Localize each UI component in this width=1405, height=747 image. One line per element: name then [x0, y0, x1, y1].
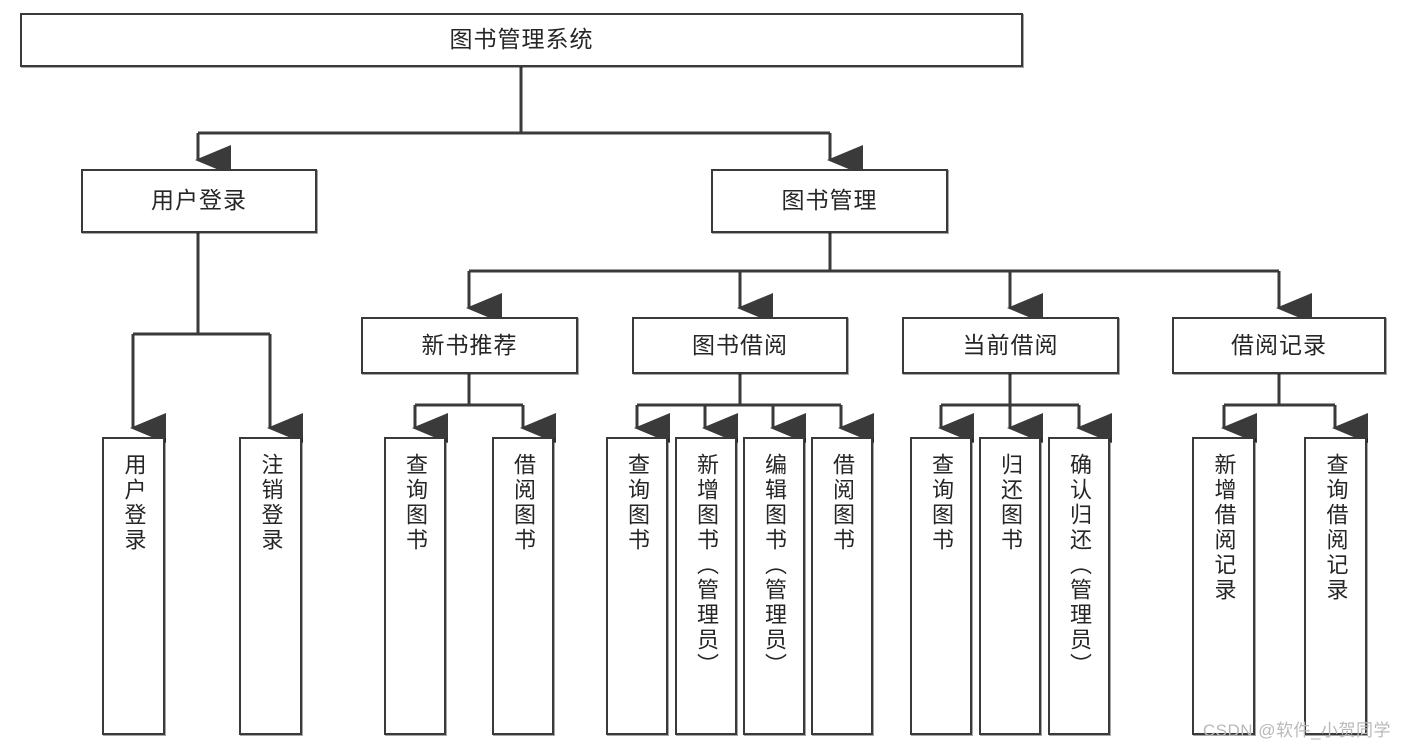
node-leaf-query-book-2-label: 查询图书	[625, 453, 650, 553]
node-book-borrow[interactable]: 图书借阅	[632, 317, 848, 374]
node-leaf-add-record-label: 新增借阅记录	[1211, 453, 1237, 603]
node-current-borrow-label: 当前借阅	[962, 331, 1059, 358]
node-leaf-query-book-1[interactable]: 查询图书	[384, 437, 446, 735]
node-leaf-add-book-label: 新增图书（管理员）	[694, 453, 719, 678]
node-leaf-query-book-3[interactable]: 查询图书	[910, 437, 972, 735]
node-leaf-query-record[interactable]: 查询借阅记录	[1304, 437, 1367, 735]
node-leaf-confirm-return[interactable]: 确认归还（管理员）	[1048, 437, 1110, 735]
node-leaf-borrow-book-1[interactable]: 借阅图书	[492, 437, 554, 735]
node-root-label: 图书管理系统	[449, 26, 594, 53]
node-book-manage[interactable]: 图书管理	[711, 169, 948, 233]
node-leaf-return-book-label: 归还图书	[998, 453, 1023, 553]
node-leaf-borrow-book-2-label: 借阅图书	[830, 453, 855, 553]
node-leaf-query-record-label: 查询借阅记录	[1323, 453, 1349, 603]
node-borrow-record-label: 借阅记录	[1231, 331, 1327, 358]
node-leaf-query-book-3-label: 查询图书	[929, 453, 954, 553]
node-user-login[interactable]: 用户登录	[81, 169, 317, 233]
node-leaf-edit-book-label: 编辑图书（管理员）	[762, 453, 787, 678]
node-book-borrow-label: 图书借阅	[692, 331, 788, 358]
node-leaf-query-book-2[interactable]: 查询图书	[606, 437, 668, 735]
node-new-book-rec[interactable]: 新书推荐	[361, 317, 578, 374]
node-leaf-add-record[interactable]: 新增借阅记录	[1192, 437, 1255, 735]
node-new-book-rec-label: 新书推荐	[421, 331, 518, 358]
node-leaf-add-book[interactable]: 新增图书（管理员）	[675, 437, 737, 735]
node-leaf-return-book[interactable]: 归还图书	[979, 437, 1041, 735]
csdn-watermark: CSDN @软件_小贺同学	[1202, 721, 1391, 740]
node-leaf-edit-book[interactable]: 编辑图书（管理员）	[743, 437, 805, 735]
node-user-login-label: 用户登录	[151, 187, 247, 214]
node-leaf-user-logout[interactable]: 注销登录	[239, 437, 302, 735]
node-leaf-user-login-label: 用户登录	[121, 453, 147, 553]
node-root[interactable]: 图书管理系统	[20, 13, 1023, 67]
node-leaf-user-logout-label: 注销登录	[258, 453, 284, 553]
node-book-manage-label: 图书管理	[781, 187, 878, 214]
node-leaf-borrow-book-1-label: 借阅图书	[511, 453, 536, 553]
node-leaf-borrow-book-2[interactable]: 借阅图书	[811, 437, 873, 735]
node-borrow-record[interactable]: 借阅记录	[1172, 317, 1386, 374]
node-leaf-confirm-return-label: 确认归还（管理员）	[1067, 453, 1092, 678]
node-leaf-query-book-1-label: 查询图书	[403, 453, 428, 553]
node-leaf-user-login[interactable]: 用户登录	[102, 437, 165, 735]
node-current-borrow[interactable]: 当前借阅	[902, 317, 1119, 374]
